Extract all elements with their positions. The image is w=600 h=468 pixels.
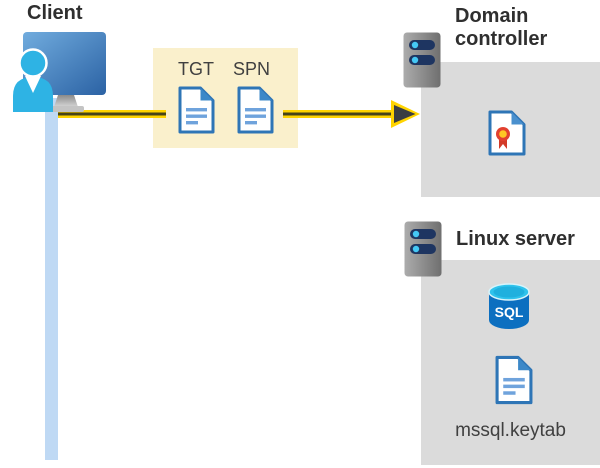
domain-controller-server-icon — [403, 32, 441, 88]
spn-document-icon — [237, 86, 274, 134]
keytab-label: mssql.keytab — [455, 420, 566, 441]
keytab-document-icon — [495, 355, 533, 405]
linux-server-label: Linux server — [456, 228, 575, 250]
domain-controller-label: Domain controller — [455, 5, 548, 50]
sql-text: SQL — [495, 304, 524, 320]
certificate-icon — [488, 110, 526, 156]
client-network-line — [45, 98, 58, 460]
person-at-computer-icon — [13, 32, 106, 112]
ticket-box — [153, 48, 298, 148]
client-label: Client — [27, 2, 83, 24]
sql-database-icon: SQL — [488, 283, 530, 329]
linux-server-icon — [404, 221, 442, 277]
tgt-label: TGT — [178, 59, 214, 79]
spn-label: SPN — [233, 59, 271, 79]
arrow-head-icon — [391, 100, 420, 128]
tgt-document-icon — [178, 86, 215, 134]
